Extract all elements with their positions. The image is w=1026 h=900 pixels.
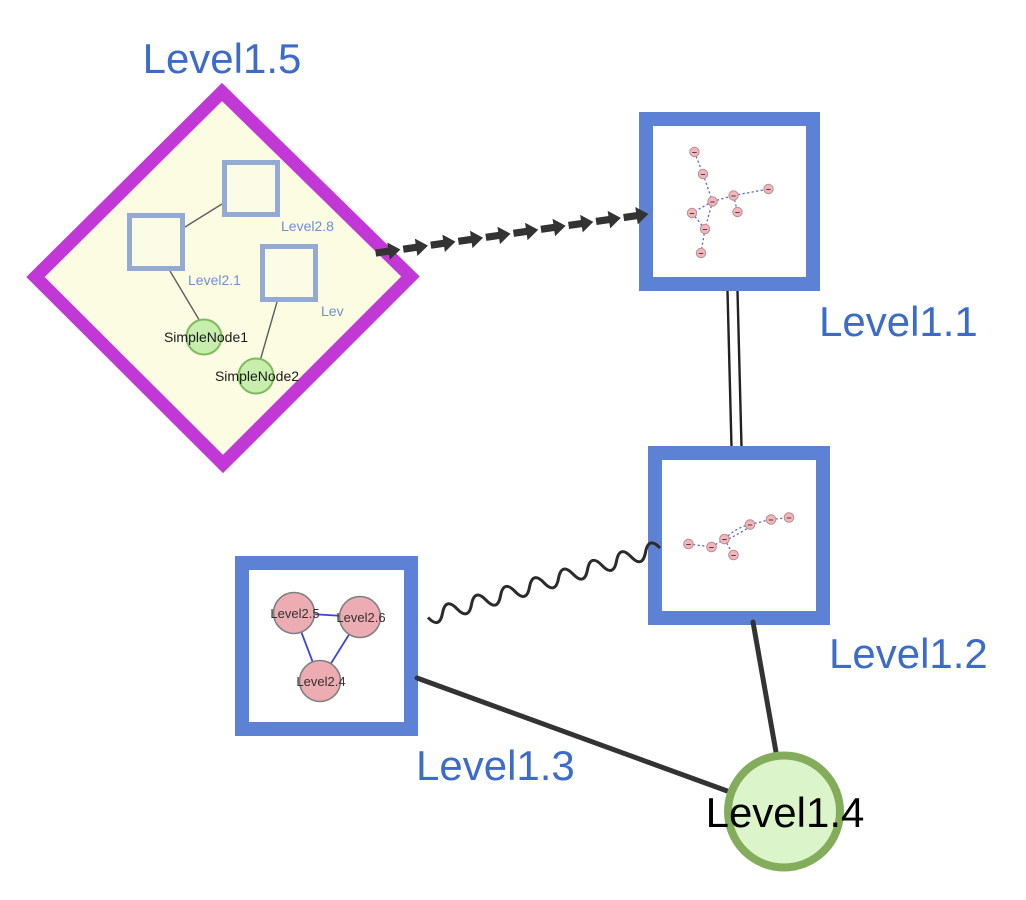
svg-text:Level2.8: Level2.8	[281, 218, 334, 234]
svg-text:Level2.5: Level2.5	[270, 606, 319, 621]
svg-text:Level1.5: Level1.5	[143, 35, 302, 82]
svg-text:SimpleNode2: SimpleNode2	[215, 368, 299, 384]
svg-text:Level2.1: Level2.1	[188, 272, 241, 288]
svg-text:Level1.1: Level1.1	[819, 298, 978, 345]
svg-text:Level1.2: Level1.2	[829, 630, 988, 677]
svg-text:Level2.6: Level2.6	[336, 610, 385, 625]
svg-text:SimpleNode1: SimpleNode1	[164, 329, 248, 345]
svg-text:Level1.4: Level1.4	[706, 789, 865, 836]
svg-text:Level2.4: Level2.4	[296, 674, 345, 689]
svg-text:Level1.3: Level1.3	[416, 742, 575, 789]
svg-text:Lev: Lev	[321, 303, 344, 319]
